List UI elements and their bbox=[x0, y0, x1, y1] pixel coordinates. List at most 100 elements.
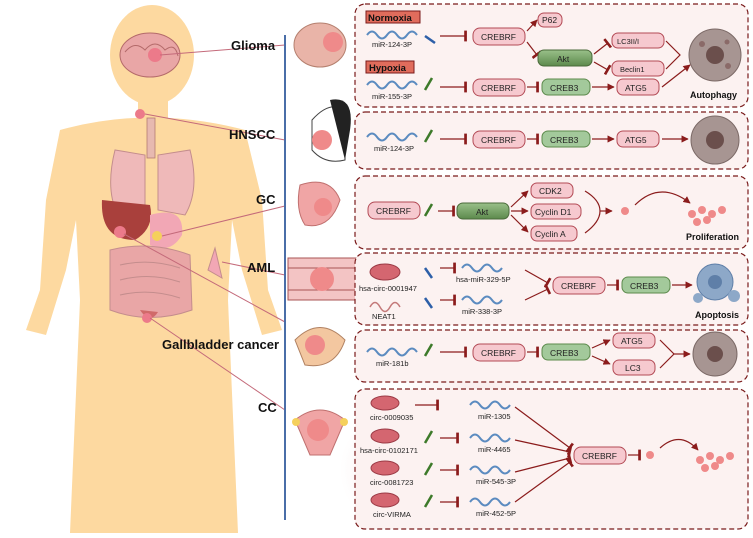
cancer-label-glioma: Glioma bbox=[231, 38, 276, 53]
proliferation-cells-icon bbox=[688, 206, 726, 226]
organs bbox=[101, 109, 223, 323]
creb3-node bbox=[541, 130, 591, 148]
cancer-label-cc: CC bbox=[258, 400, 277, 415]
creb3-label: CREB3 bbox=[550, 83, 579, 93]
cc-circ-label: circ-0081723 bbox=[370, 478, 413, 487]
atg5-label: ATG5 bbox=[625, 83, 647, 93]
cc-mir-label: miR-545-3P bbox=[476, 477, 516, 486]
normoxia-label: Normoxia bbox=[368, 13, 413, 24]
hypoxia-tag bbox=[365, 60, 415, 74]
brain-icon bbox=[119, 32, 181, 78]
cancer-label-gc: GC bbox=[256, 192, 276, 207]
crebrf-label: CREBRF bbox=[481, 135, 516, 145]
p62-node bbox=[537, 12, 563, 28]
mirna-icon bbox=[461, 295, 503, 305]
lc3-node bbox=[612, 359, 656, 376]
connector-lines bbox=[123, 44, 286, 411]
crebrf-node bbox=[367, 201, 421, 220]
creb3-node bbox=[541, 343, 591, 361]
aml-pathway: hsa-circ-0001947 NEAT1 hsa-miR-329-5P mi… bbox=[359, 262, 740, 321]
akt-label: Akt bbox=[476, 207, 489, 217]
up-arrow-icon bbox=[423, 129, 434, 143]
mirna-icon bbox=[469, 400, 511, 410]
cc-row-2: hsa-circ-0102171 miR-4465 bbox=[360, 428, 511, 455]
cancer-label-aml: AML bbox=[247, 260, 275, 275]
down-arrow-icon bbox=[423, 267, 434, 279]
cyclin-d1-label: Cyclin D1 bbox=[535, 207, 572, 217]
crebrf-node bbox=[573, 446, 627, 465]
apoptosis-label: Apoptosis bbox=[695, 310, 739, 320]
crebrf-node bbox=[472, 130, 526, 149]
cancer-label-hnscc: HNSCC bbox=[229, 127, 276, 142]
akt-node bbox=[456, 202, 510, 220]
cyclin-a-node bbox=[530, 225, 578, 242]
cc-circ-label: circ-0009035 bbox=[370, 413, 413, 422]
cdk2-label: CDK2 bbox=[539, 186, 562, 196]
atg5-node bbox=[612, 332, 656, 349]
creb3-label: CREB3 bbox=[550, 135, 579, 145]
mirna-icon bbox=[461, 263, 503, 273]
cancer-labels: Glioma HNSCC GC AML Gallbladder cancer C… bbox=[162, 38, 279, 415]
crebrf-node bbox=[472, 27, 526, 46]
mirna-icon bbox=[469, 465, 511, 475]
circrna-icon bbox=[370, 460, 400, 476]
organ-thumbnails bbox=[287, 22, 359, 456]
aml-circ-label: hsa-circ-0001947 bbox=[359, 284, 417, 293]
lc3-node bbox=[611, 32, 665, 49]
up-arrow-icon bbox=[423, 462, 434, 476]
beclin-node bbox=[611, 60, 665, 77]
panel-cc bbox=[354, 388, 749, 530]
up-arrow-icon bbox=[423, 494, 434, 508]
cc-circ-label: circ-VIRMA bbox=[373, 510, 411, 519]
creb3-node bbox=[541, 78, 591, 96]
up-arrow-icon bbox=[423, 203, 434, 217]
aml-neat1-label: NEAT1 bbox=[372, 312, 396, 321]
mirna-icon bbox=[366, 80, 418, 90]
atg5-label: ATG5 bbox=[625, 135, 647, 145]
gallbladder-mir-label: miR-181b bbox=[376, 359, 409, 368]
circrna-icon bbox=[369, 263, 401, 281]
gallbladder-pathway: miR-181b CREBRF CREB3 ATG5 LC3 bbox=[366, 331, 738, 377]
atg5-node bbox=[616, 130, 660, 148]
creb3-label: CREB3 bbox=[550, 348, 579, 358]
aml-mir2-label: miR-338-3P bbox=[462, 307, 502, 316]
down-arrow-icon bbox=[424, 34, 436, 45]
mir-hypoxia-label: miR-155-3P bbox=[372, 92, 412, 101]
proliferation-cells-icon bbox=[696, 452, 734, 472]
crebrf-label: CREBRF bbox=[582, 451, 617, 461]
proliferation-label: Proliferation bbox=[686, 232, 739, 242]
glioma-pathway: Normoxia miR-124-3P CREBRF P62 Akt LC3II… bbox=[365, 10, 742, 101]
down-arrow-icon bbox=[423, 297, 434, 309]
circrna-icon bbox=[370, 428, 400, 444]
gc-pathway: CREBRF Akt CDK2 Cyclin D1 Cyclin A Proli… bbox=[367, 182, 739, 242]
mirna-icon bbox=[366, 347, 418, 357]
beclin-label: Beclin1 bbox=[620, 65, 645, 74]
crebrf-label: CREBRF bbox=[561, 281, 596, 291]
hnscc-mir-label: miR-124-3P bbox=[374, 144, 414, 153]
mirna-icon bbox=[469, 433, 511, 443]
apoptosis-cells-icon bbox=[693, 263, 740, 303]
mirna-icon bbox=[366, 132, 418, 142]
crebrf-label: CREBRF bbox=[481, 348, 516, 358]
akt-node bbox=[537, 49, 593, 67]
akt-label: Akt bbox=[557, 54, 570, 64]
cyclin-d1-node bbox=[530, 203, 582, 220]
cc-mir-label: miR-1305 bbox=[478, 412, 511, 421]
crebrf-label: CREBRF bbox=[376, 206, 411, 216]
crebrf-node bbox=[552, 276, 606, 295]
up-arrow-icon bbox=[423, 77, 434, 91]
crebrf-node bbox=[472, 343, 526, 362]
cc-pathway: circ-0009035 miR-1305 hsa-circ-0102171 m… bbox=[360, 395, 734, 519]
autophagy-label: Autophagy bbox=[690, 90, 737, 100]
normoxia-tag bbox=[365, 10, 421, 24]
mirna-icon bbox=[366, 30, 418, 40]
crebrf-node bbox=[472, 78, 526, 97]
hypoxia-label: Hypoxia bbox=[369, 63, 407, 74]
up-arrow-icon bbox=[423, 343, 434, 357]
crebrf-label: CREBRF bbox=[481, 83, 516, 93]
mir-normoxia-label: miR-124-3P bbox=[372, 40, 412, 49]
hnscc-pathway: miR-124-3P CREBRF CREB3 ATG5 bbox=[366, 115, 740, 165]
cc-row-4: circ-VIRMA miR-452-5P bbox=[370, 492, 516, 519]
